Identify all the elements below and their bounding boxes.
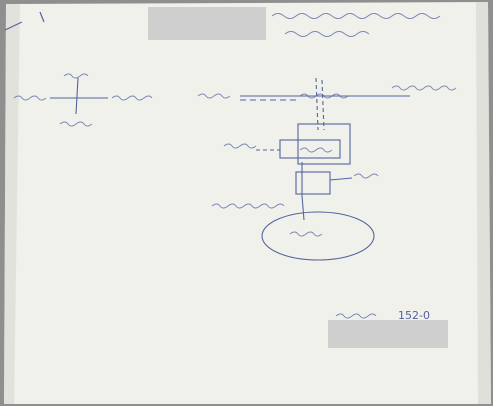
bottom-ellipse (261, 211, 375, 261)
corner-tick-mark (4, 11, 45, 31)
upper-box-outer (297, 123, 351, 165)
upper-box-left-label (223, 143, 257, 149)
compass-label-right (111, 95, 153, 101)
paper-sheet (4, 2, 491, 404)
compass-label-top (63, 73, 89, 79)
center-vertical-dashed (315, 77, 319, 131)
paper-shadow-right (476, 2, 491, 404)
bottom-connector-line (301, 195, 305, 221)
label-left-of-line (197, 93, 231, 99)
paper-shadow-left (4, 4, 20, 404)
upper-box-label (299, 147, 333, 153)
compass-label-bottom (59, 121, 93, 127)
redaction-box-bottom (328, 320, 448, 348)
center-vertical-dashed-2 (321, 79, 325, 131)
note-code-text: 152-0 (398, 309, 430, 322)
upper-box-inner (279, 139, 341, 159)
bottom-left-label (211, 203, 285, 209)
lower-box (295, 171, 331, 195)
redaction-box-top (148, 7, 266, 40)
heading-line-2 (284, 31, 370, 37)
heading-line-1 (271, 13, 441, 19)
label-center-of-line (299, 93, 349, 99)
label-right-of-line (391, 85, 457, 91)
lower-right-note-scribble (335, 313, 377, 319)
compass-label-left (13, 95, 47, 101)
compass-vertical-line (75, 77, 79, 115)
ellipse-label (289, 231, 323, 237)
lower-right-label (353, 173, 379, 179)
lower-right-connector (329, 177, 353, 181)
